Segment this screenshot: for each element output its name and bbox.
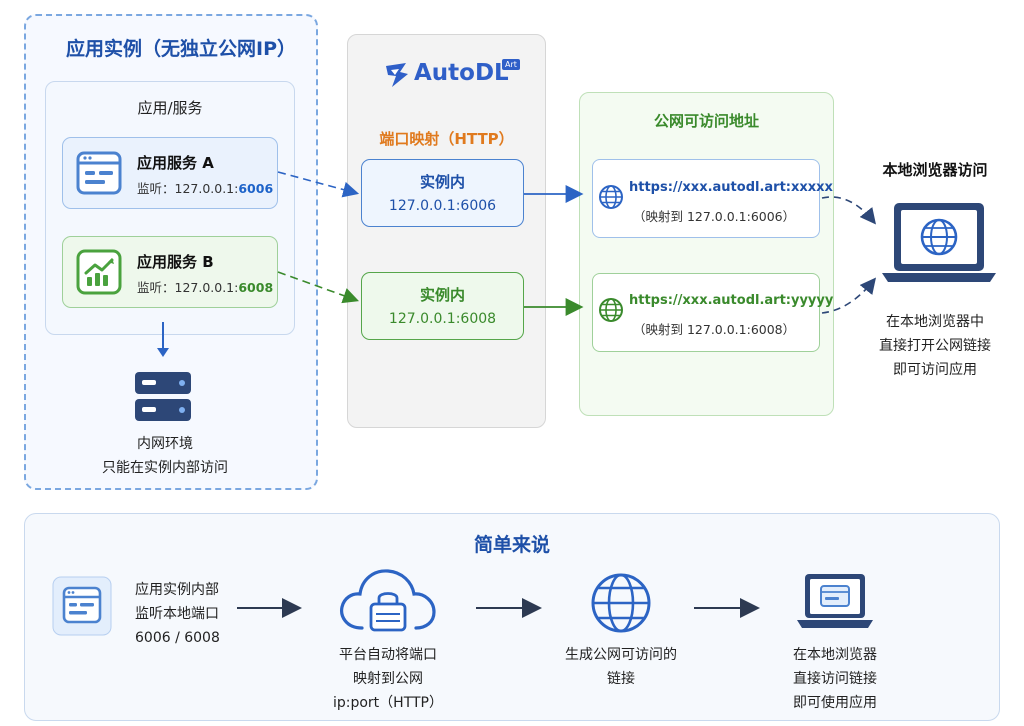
chart-icon — [76, 249, 122, 295]
service-b-name: 应用服务 B — [137, 253, 214, 271]
autodl-logo-text: AutoDL — [414, 60, 509, 86]
service-a-listen: 监听：127.0.0.1:6006 — [137, 181, 274, 196]
summary-step2-text: 平台自动将端口 映射到公网 ip:port（HTTP） — [332, 647, 444, 711]
public-address-title: 公网可访问地址 — [653, 112, 759, 130]
mapping-a-addr: 127.0.0.1:6006 — [388, 198, 497, 214]
app-window-icon — [52, 576, 112, 636]
public-url-card-a — [592, 159, 820, 238]
service-a-port: 6006 — [238, 181, 274, 196]
summary-step1-text: 应用实例内部 监听本地端口 6006 / 6008 — [135, 582, 220, 646]
autodl-logo-badge: Art — [502, 59, 520, 70]
service-a-name: 应用服务 A — [137, 154, 214, 172]
summary-title: 简单来说 — [473, 534, 550, 556]
services-title: 应用/服务 — [137, 99, 203, 117]
globe-icon — [599, 185, 623, 209]
autodl-logo-icon — [386, 63, 408, 87]
laptop-icon — [797, 574, 873, 628]
app-window-icon — [76, 151, 122, 195]
service-b-port: 6008 — [238, 280, 274, 295]
service-b-listen: 监听：127.0.0.1:6008 — [137, 280, 274, 295]
autodl-panel — [347, 34, 546, 428]
mapping-b-title: 实例内 — [419, 286, 465, 304]
mapping-title: 端口映射（HTTP） — [379, 130, 514, 148]
public-url-b[interactable]: https://xxx.autodl.art:yyyyy — [629, 293, 834, 308]
mapping-b-addr: 127.0.0.1:6008 — [388, 311, 497, 327]
flow-arrows — [277, 171, 876, 316]
public-url-a[interactable]: https://xxx.autodl.art:xxxxx — [629, 180, 833, 195]
mapping-a-title: 实例内 — [419, 173, 465, 191]
summary-step4-text: 在本地浏览器 直接访问链接 即可使用应用 — [793, 647, 877, 711]
down-arrow-icon — [157, 322, 169, 357]
summary-step3-text: 生成公网可访问的 链接 — [565, 647, 677, 687]
public-address-panel — [579, 92, 834, 416]
cloud-lock-icon — [340, 569, 436, 632]
public-url-a-map: （映射到 127.0.0.1:6006） — [633, 209, 796, 224]
mapping-box-b: 实例内 127.0.0.1:6008 — [361, 272, 524, 340]
laptop-icon — [882, 203, 996, 282]
mapping-box-a: 实例内 127.0.0.1:6006 — [361, 159, 524, 227]
server-icon — [135, 372, 191, 421]
globe-icon — [591, 573, 651, 633]
app-instance-title: 应用实例（无独立公网IP） — [66, 38, 296, 60]
service-b-card — [62, 236, 278, 308]
browser-title: 本地浏览器访问 — [882, 161, 988, 179]
summary-arrows — [237, 598, 760, 618]
intranet-note: 内网环境 只能在实例内部访问 — [102, 436, 228, 476]
browser-note: 在本地浏览器中 直接打开公网链接 即可访问应用 — [879, 314, 991, 378]
public-url-card-b — [592, 273, 820, 352]
public-url-b-map: （映射到 127.0.0.1:6008） — [633, 322, 796, 337]
globe-icon — [599, 298, 623, 322]
